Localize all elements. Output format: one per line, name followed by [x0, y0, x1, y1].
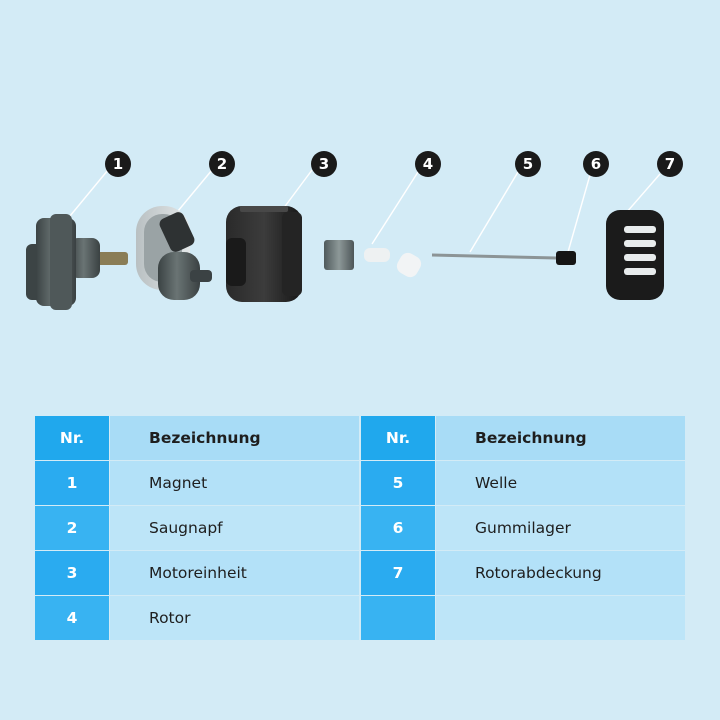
- row-name: Gummilager: [436, 506, 685, 550]
- header-name: Bezeichnung: [110, 416, 359, 460]
- leader-line-6: [567, 174, 591, 253]
- part-suction-cup: [136, 206, 212, 300]
- row-nr-empty: [361, 596, 435, 640]
- row-name: Motoreinheit: [110, 551, 359, 595]
- callout-6-label: 6: [591, 155, 601, 173]
- exploded-parts-diagram: 1 2 3 4 5 6 7: [26, 151, 683, 310]
- header-nr: Nr.: [361, 416, 435, 460]
- callout-1: 1: [105, 151, 131, 177]
- row-name-empty: [436, 596, 685, 640]
- callout-4-label: 4: [423, 155, 433, 173]
- parts-table-left: Nr. Bezeichnung 1 Magnet 2 Saugnapf 3 Mo…: [35, 416, 359, 640]
- row-name: Saugnapf: [110, 506, 359, 550]
- row-name: Magnet: [110, 461, 359, 505]
- row-nr: 5: [361, 461, 435, 505]
- row-name: Welle: [436, 461, 685, 505]
- callout-2: 2: [209, 151, 235, 177]
- part-magnet: [26, 214, 128, 310]
- part-motor-unit: [226, 206, 302, 302]
- callout-7-label: 7: [665, 155, 675, 173]
- leader-line-4: [371, 171, 419, 245]
- part-rubber-bearing: [556, 251, 576, 265]
- callout-5-label: 5: [523, 155, 533, 173]
- callout-7: 7: [657, 151, 683, 177]
- parts-table-right: Nr. Bezeichnung 5 Welle 6 Gummilager 7 R…: [361, 416, 685, 640]
- row-nr: 1: [35, 461, 109, 505]
- callout-5: 5: [515, 151, 541, 177]
- callout-1-label: 1: [113, 155, 123, 173]
- part-rotor-cover: [606, 210, 664, 300]
- parts-table: Nr. Bezeichnung 1 Magnet 2 Saugnapf 3 Mo…: [35, 416, 685, 640]
- row-name: Rotorabdeckung: [436, 551, 685, 595]
- leader-line-1: [64, 169, 109, 223]
- leader-line-7: [625, 173, 661, 214]
- part-shaft: [431, 253, 557, 260]
- callout-6: 6: [583, 151, 609, 177]
- callout-2-label: 2: [217, 155, 227, 173]
- row-nr: 3: [35, 551, 109, 595]
- row-nr: 7: [361, 551, 435, 595]
- row-nr: 4: [35, 596, 109, 640]
- header-name: Bezeichnung: [436, 416, 685, 460]
- row-nr: 2: [35, 506, 109, 550]
- header-nr: Nr.: [35, 416, 109, 460]
- leader-line-3: [279, 169, 313, 214]
- callout-4: 4: [415, 151, 441, 177]
- row-nr: 6: [361, 506, 435, 550]
- row-name: Rotor: [110, 596, 359, 640]
- callout-3: 3: [311, 151, 337, 177]
- callout-3-label: 3: [319, 155, 329, 173]
- leader-line-5: [469, 171, 519, 253]
- part-rotor: [324, 240, 422, 278]
